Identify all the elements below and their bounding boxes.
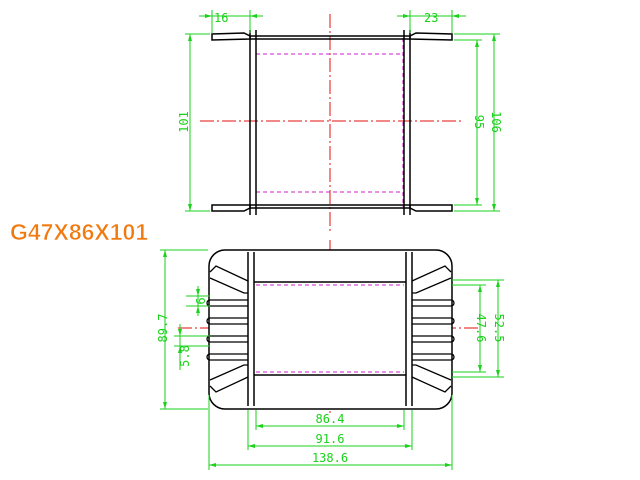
dim-overall-height-left: 101 (177, 111, 191, 133)
dim-inner-height: 95 (472, 115, 486, 129)
dim-window-width: 91.6 (316, 432, 345, 446)
dim-pin-pitch: 5.8 (178, 345, 192, 367)
dim-window-height: 47.6 (474, 314, 488, 343)
right-pin-comb (411, 265, 455, 393)
dim-overall-height: 89.7 (156, 314, 170, 343)
dim-overall-width: 138.6 (312, 451, 348, 465)
dim-inner-width: 86.4 (316, 412, 345, 426)
dim-bobbin-height: 52.5 (492, 314, 506, 343)
bottom-view-arrowheads (163, 250, 500, 467)
dim-overall-height-right: 106 (489, 111, 503, 133)
top-view: 16 23 101 95 106 (177, 10, 503, 232)
bottom-view-core-legs (247, 252, 413, 406)
bottom-flange (211, 204, 453, 212)
bobbin-outline (208, 249, 453, 410)
top-view-arrowheads (188, 14, 496, 211)
part-label: G47X86X101 (10, 219, 148, 245)
dim-flange-left-width: 16 (214, 11, 228, 25)
dim-flange-right-width: 23 (424, 11, 438, 25)
top-view-core-legs (249, 30, 411, 215)
bottom-view: 89.7 6 5.8 47.6 52.5 86.4 91.6 138.6 (156, 240, 506, 470)
dim-slot-width: 6 (194, 297, 208, 304)
bottom-view-hidden-lines (256, 284, 404, 373)
top-flange (211, 32, 453, 41)
